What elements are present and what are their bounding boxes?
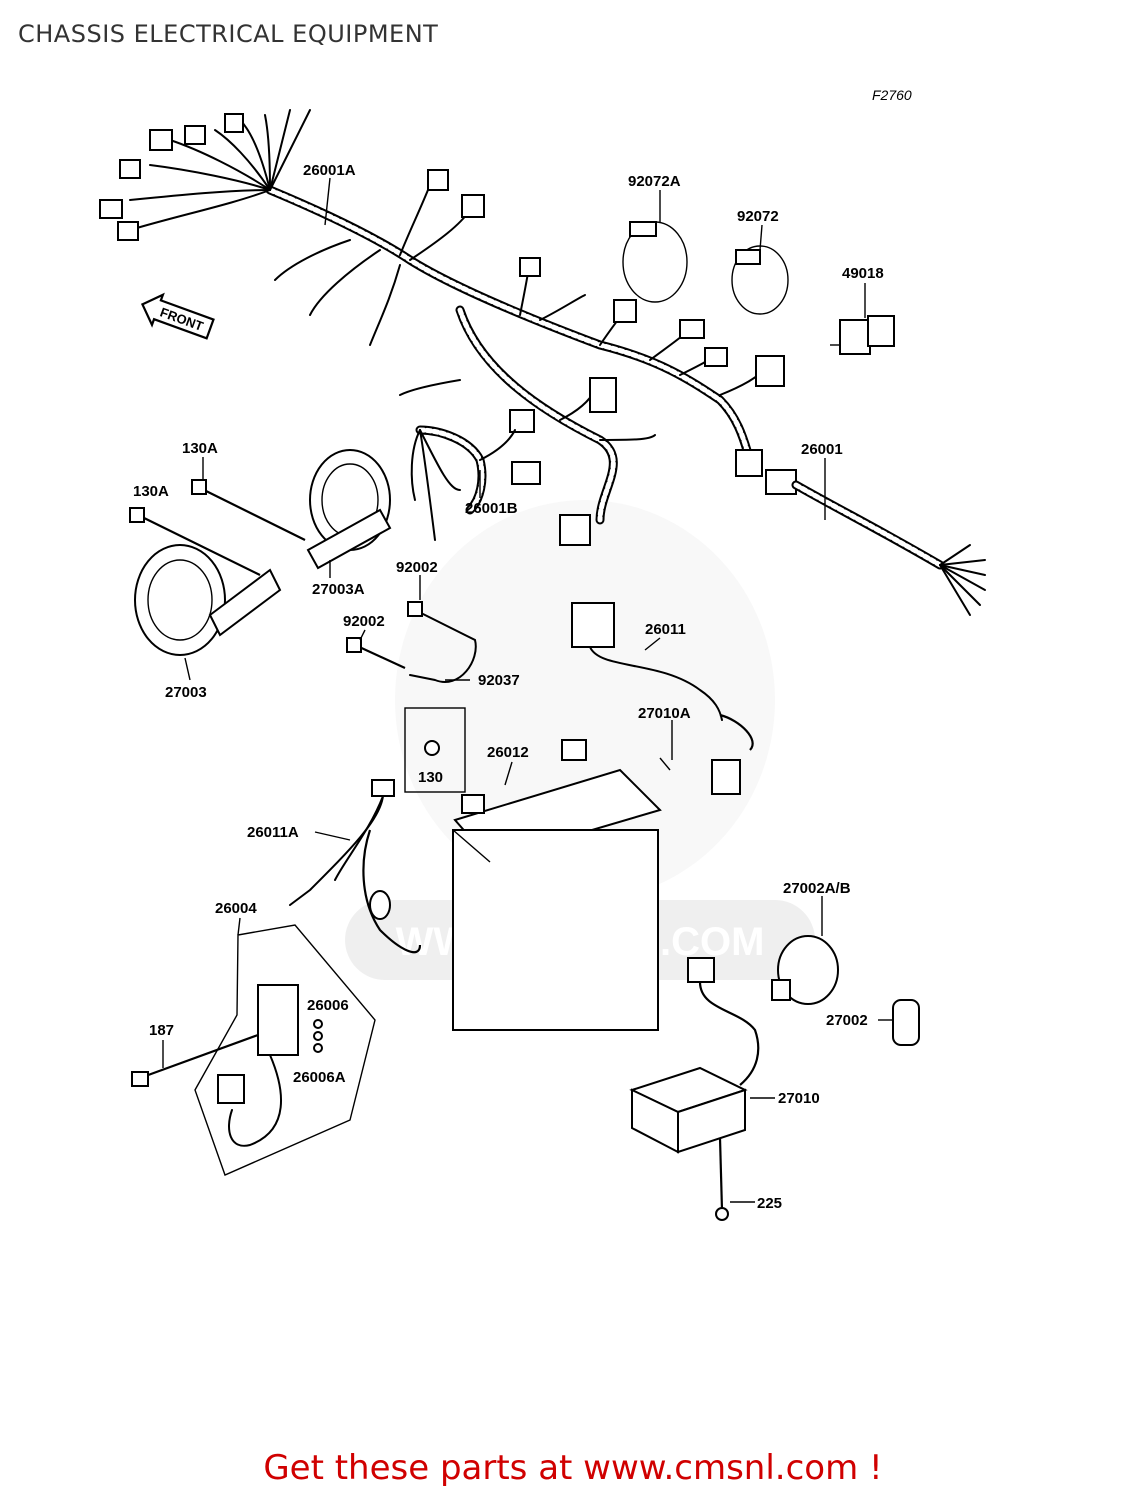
battery-26012 — [452, 739, 671, 1031]
front-arrow: FRONT — [140, 292, 215, 340]
unit-27010 — [629, 957, 760, 1221]
label-92002: 92002 — [343, 613, 385, 630]
leader-lines — [162, 177, 893, 1203]
label-26006: 26006 — [307, 997, 349, 1014]
label-130A: 130A — [133, 483, 169, 500]
bolts-130A — [129, 479, 306, 576]
label-130A-top: 130A — [182, 440, 218, 457]
label-26004: 26004 — [215, 900, 257, 917]
label-27003: 27003 — [165, 684, 207, 701]
part-27002 — [892, 999, 920, 1046]
label-27010: 27010 — [778, 1090, 820, 1107]
cable-26011 — [571, 602, 754, 795]
ground-lead-92037 — [346, 601, 477, 683]
label-27002AB: 27002A/B — [783, 880, 851, 897]
bolt-130-box — [404, 707, 466, 793]
label-225: 225 — [757, 1195, 782, 1212]
band-92072 — [731, 245, 789, 315]
band-92072A — [622, 221, 688, 303]
label-92002-top: 92002 — [396, 559, 438, 576]
label-27003A: 27003A — [312, 581, 365, 598]
label-26001A: 26001A — [303, 162, 356, 179]
page-title: CHASSIS ELECTRICAL EQUIPMENT — [18, 20, 439, 48]
label-27002: 27002 — [826, 1012, 868, 1029]
label-130: 130 — [418, 769, 443, 786]
label-49018: 49018 — [842, 265, 884, 282]
label-26006A: 26006A — [293, 1069, 346, 1086]
main-harness — [99, 109, 785, 546]
cable-26011A — [289, 779, 422, 954]
label-92037: 92037 — [478, 672, 520, 689]
horn-27003 — [134, 544, 282, 656]
sub-harness-26001B — [410, 409, 541, 541]
footer-link[interactable]: Get these parts at www.cmsnl.com ! — [263, 1448, 883, 1488]
label-26001: 26001 — [801, 441, 843, 458]
label-187: 187 — [149, 1022, 174, 1039]
label-92072: 92072 — [737, 208, 779, 225]
flasher-27002AB — [771, 935, 839, 1005]
part-labels: 26001A 92072A 92072 49018 26001 130A 130… — [133, 162, 884, 1212]
horn-27003A — [306, 449, 392, 570]
relay-49018 — [830, 315, 895, 355]
label-27010A: 27010A — [638, 705, 691, 722]
parts-diagram: WWW.CMSNL.COM F2760 FRONT — [99, 87, 986, 1221]
label-26011: 26011 — [645, 621, 686, 638]
label-26012: 26012 — [487, 744, 529, 761]
label-26001B: 26001B — [465, 500, 518, 517]
figure-code: F2760 — [872, 87, 912, 103]
label-92072A: 92072A — [628, 173, 681, 190]
label-26011A: 26011A — [247, 824, 299, 841]
harness-26001 — [765, 469, 986, 616]
regulator-26004 — [131, 924, 376, 1176]
